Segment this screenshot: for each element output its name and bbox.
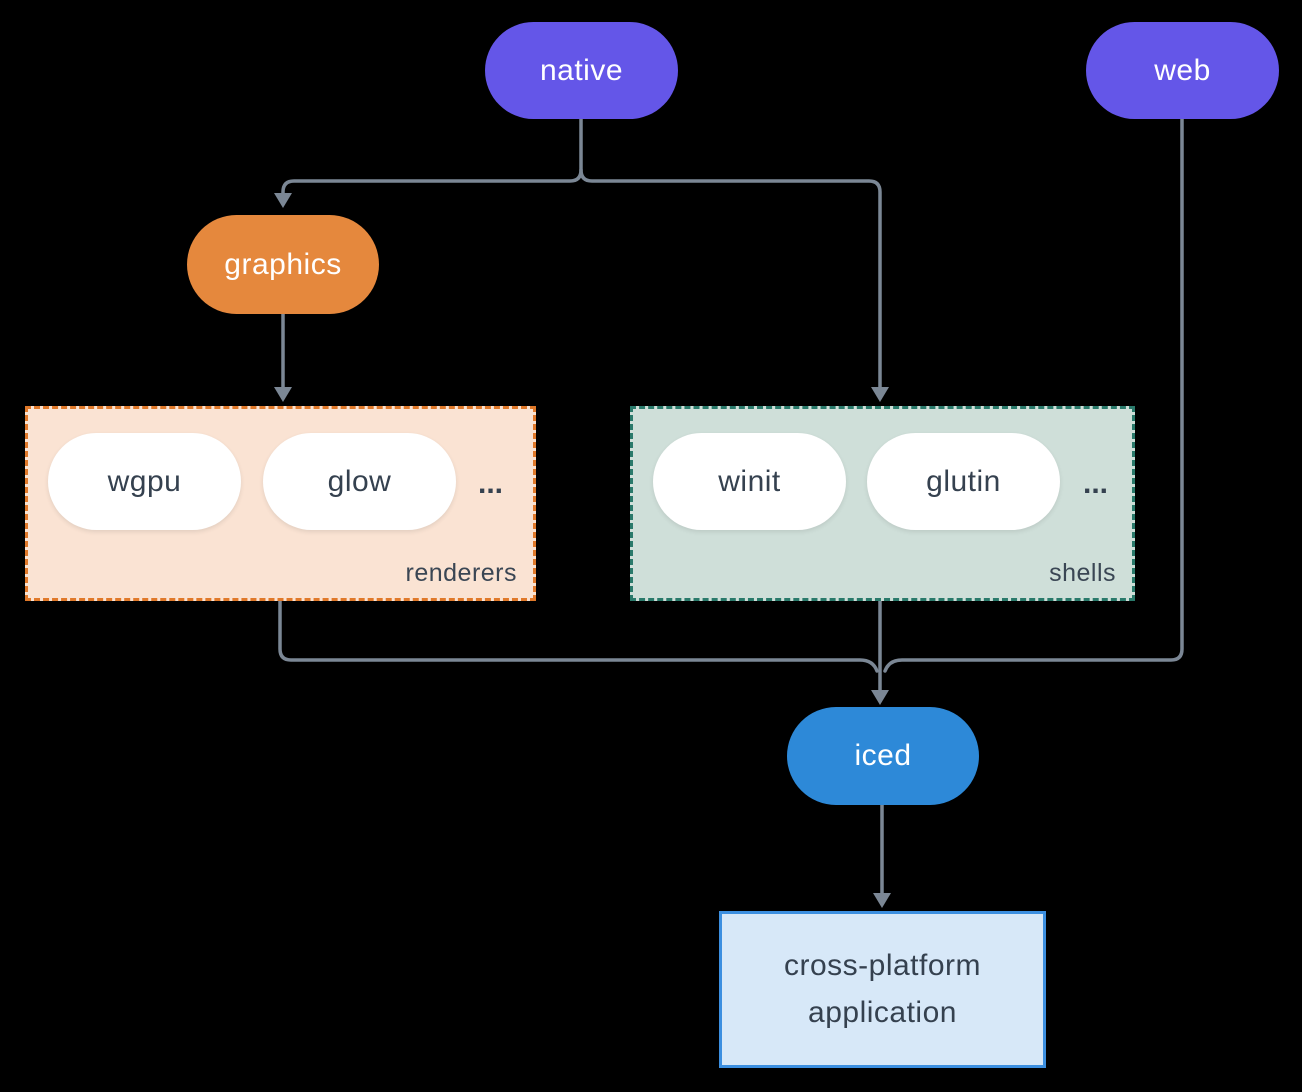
shells-ellipsis: ... [1083,467,1109,500]
pill-wgpu: wgpu [48,433,241,530]
pill-wgpu-label: wgpu [107,464,182,498]
connector-native-to-graphics [281,117,583,195]
node-graphics-label: graphics [224,247,342,281]
pill-glutin: glutin [867,433,1060,530]
arrowhead-graphics-top [274,193,292,208]
arrowhead-renderers-top [274,387,292,402]
pill-glow-label: glow [327,464,392,498]
pill-glow: glow [263,433,456,530]
arrowhead-application-top [873,893,891,908]
node-web: web [1086,22,1279,119]
node-cross-platform-application: cross-platform application [719,911,1046,1068]
node-iced: iced [787,707,979,805]
arrowhead-iced-top [871,690,889,705]
pill-glutin-label: glutin [926,464,1001,498]
node-web-label: web [1154,53,1211,87]
group-shells: winit glutin ... shells [630,406,1135,601]
node-native: native [485,22,678,119]
connector-renderers-to-merge [278,599,879,673]
arrowhead-shells-top [871,387,889,402]
application-label: cross-platform application [783,949,982,1029]
node-iced-label: iced [854,739,912,772]
renderers-group-label: renderers [405,559,517,587]
shells-group-label: shells [1049,559,1116,587]
connector-native-to-shells [579,168,882,389]
group-renderers: wgpu glow ... renderers [25,406,536,601]
renderers-ellipsis: ... [478,467,504,500]
node-native-label: native [539,53,624,87]
node-graphics: graphics [187,215,379,314]
pill-winit-label: winit [718,464,781,498]
pill-winit: winit [653,433,846,530]
